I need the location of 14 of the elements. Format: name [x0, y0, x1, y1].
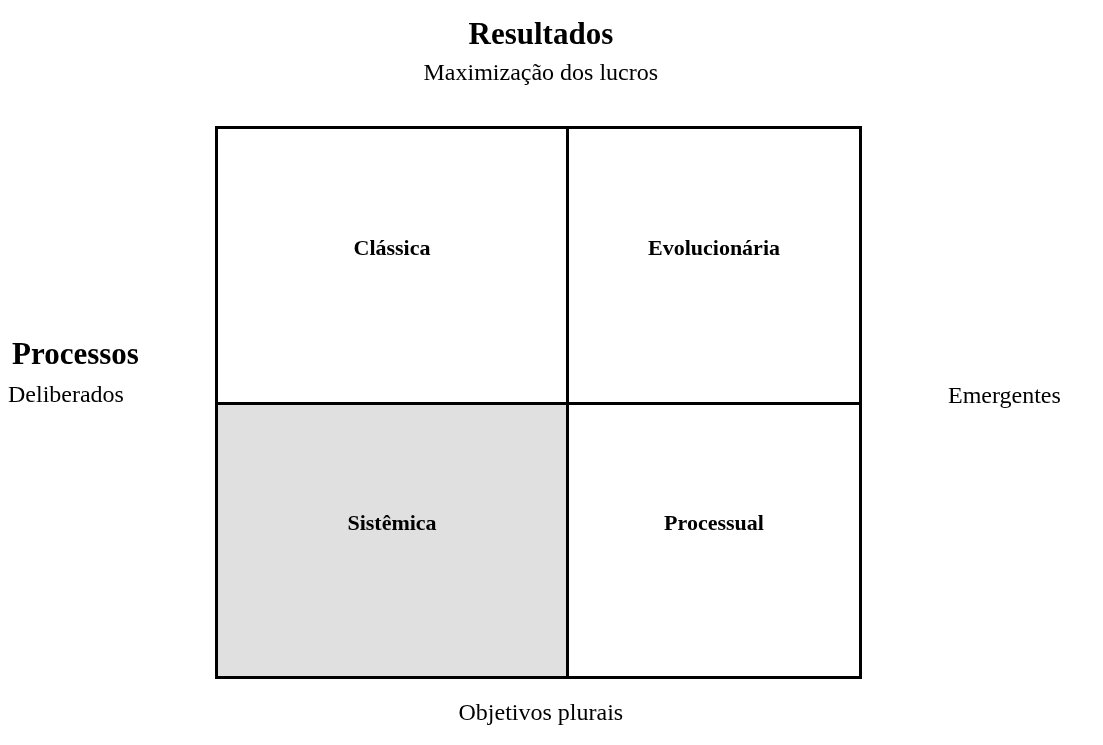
- axis-label: Objetivos plurais: [458, 700, 624, 724]
- quadrant-cell: [566, 402, 862, 679]
- quadrant-label: Sistêmica: [347, 509, 437, 536]
- axis-label: Deliberados: [8, 382, 124, 406]
- quadrant-label: Processual: [664, 509, 764, 536]
- axis-label: Maximização dos lucros: [423, 60, 659, 84]
- quadrant-label: Clássica: [353, 234, 431, 261]
- quadrant-cell: [215, 402, 569, 679]
- quadrant-cell: [566, 126, 862, 405]
- quadrant-cell: [215, 126, 569, 405]
- axis-heading: Processos: [12, 338, 139, 369]
- quadrant-label: Evolucionária: [648, 234, 780, 261]
- axis-heading: Resultados: [468, 18, 614, 49]
- axis-label: Emergentes: [948, 383, 1061, 407]
